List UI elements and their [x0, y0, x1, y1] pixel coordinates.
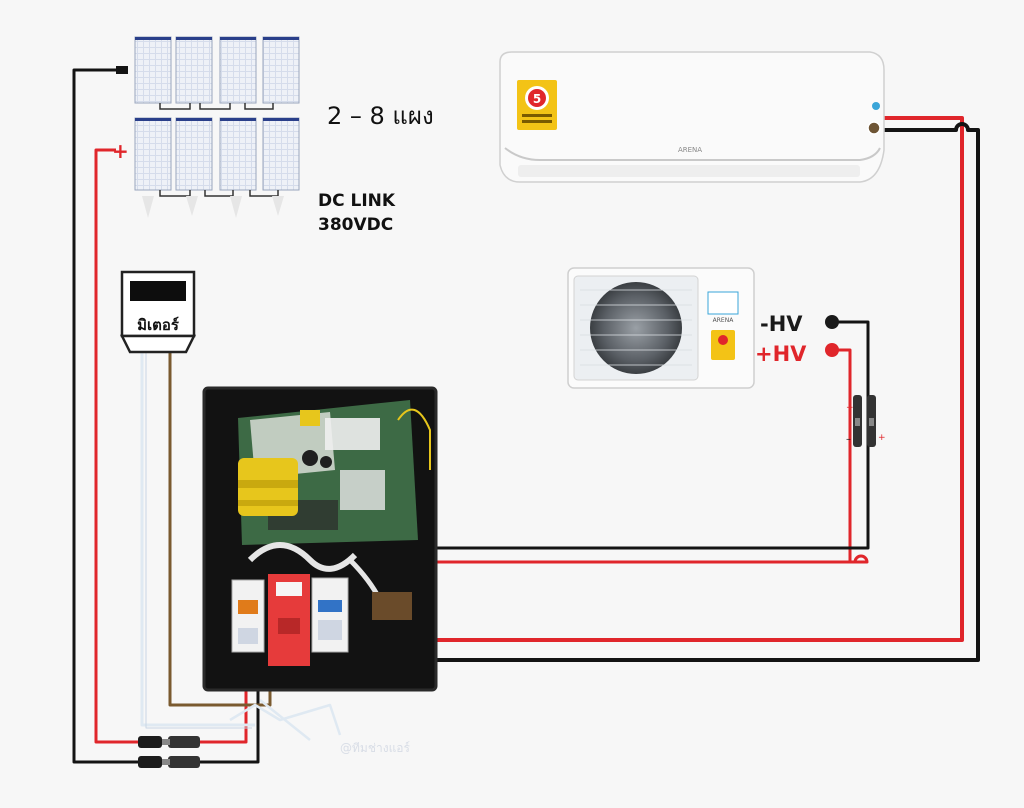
- panel-count-label: 2 – 8 แผง: [327, 102, 434, 130]
- solar-panel-icon: [219, 36, 257, 104]
- solar-negative-terminal: [116, 66, 128, 74]
- transformer-icon: [238, 458, 298, 516]
- mc4-connector-icon: [853, 395, 876, 447]
- mc4-connector-icon: [138, 736, 200, 748]
- outdoor-brand-label: ARENA: [713, 317, 735, 324]
- meter-white-wire-edge: [145, 350, 252, 729]
- solar-panel-icon: [134, 117, 172, 191]
- connector-plus-mark: +: [846, 403, 854, 413]
- meter-brown-wire: [168, 350, 272, 707]
- inverter-control-box: [202, 386, 438, 692]
- connector-plus-mark: +: [878, 433, 886, 443]
- indoor-brand-label: ARENA: [678, 146, 702, 154]
- air-conditioner-indoor-icon: 5 ARENA: [499, 51, 885, 183]
- box-internal-cable: [247, 542, 358, 572]
- yellow-signal-wire: [397, 408, 431, 470]
- energy-label-icon: 5: [517, 80, 557, 130]
- dc-voltage-label: 380VDC: [318, 215, 393, 235]
- mc4-connector-icon: [138, 756, 200, 768]
- solar-negative-return-wire: [200, 690, 260, 764]
- panel-link-wire: [159, 190, 279, 197]
- outdoor-logo-box: [707, 291, 739, 315]
- air-conditioner-outdoor-icon: ARENA: [567, 267, 755, 389]
- dc-link-label: DC LINK: [318, 191, 396, 211]
- solar-positive-label: +: [112, 139, 129, 163]
- ac-breaker: [231, 579, 265, 653]
- negative-hv-terminal: [825, 315, 839, 329]
- solar-panel-icon: [219, 117, 257, 191]
- solar-positive-wire: [94, 148, 140, 744]
- solar-panel-icon: [262, 117, 300, 191]
- meter-label: มิเตอร์: [137, 316, 180, 334]
- terminal-block: [372, 592, 412, 620]
- solar-positive-return-wire: [200, 690, 248, 744]
- energy-label-number: 5: [533, 92, 541, 106]
- meter-white-wire: [140, 350, 255, 727]
- dc-breaker: [311, 577, 349, 653]
- solar-panel-icon: [262, 36, 300, 104]
- positive-hv-terminal: [825, 343, 839, 357]
- indoor-terminal: [867, 121, 881, 135]
- solar-negative-wire: [72, 68, 140, 764]
- solar-panel-icon: [175, 117, 213, 191]
- dc-link-negative-wire: [350, 122, 980, 662]
- hv-positive-wire: [353, 348, 869, 564]
- dc-breaker-red: [268, 574, 310, 666]
- solar-panel-array: [134, 36, 300, 218]
- electric-meter-icon: มิเตอร์: [119, 270, 197, 354]
- negative-hv-label: -HV: [760, 312, 803, 336]
- positive-hv-label: +HV: [755, 342, 807, 366]
- panel-link-wire: [159, 103, 274, 110]
- watermark: @ทีมช่างแอร์: [340, 741, 411, 755]
- indoor-logo-dot: [872, 102, 880, 110]
- connector-minus-mark: –: [846, 434, 851, 445]
- fan-grille-icon: [590, 282, 682, 374]
- solar-panel-icon: [175, 36, 213, 104]
- panel-shadow: [142, 196, 284, 218]
- ac-white-wires: [229, 699, 342, 741]
- solar-panel-icon: [134, 36, 172, 104]
